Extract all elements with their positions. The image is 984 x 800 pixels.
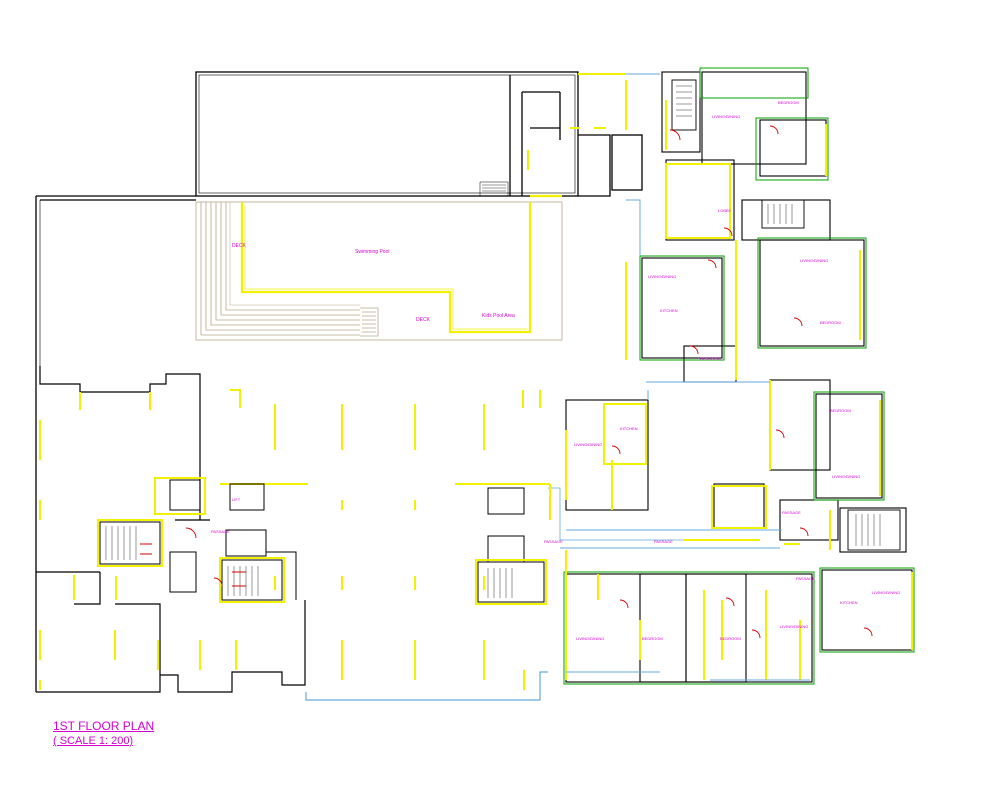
central-passage-label-2: PASSAGE: [654, 539, 673, 544]
room-label-kitchen-2: KITCHEN: [620, 426, 638, 431]
east-passage-label-2: PASSAGE: [782, 510, 801, 515]
door-swings: [611, 125, 873, 639]
deck-label-2: DECK: [416, 317, 431, 323]
east-passage-label: PASSAGE: [796, 576, 815, 581]
room-label-living-2: LIVING/DINING: [648, 274, 676, 279]
deck-label: DECK: [232, 243, 247, 249]
room-label-living-8: LIVING/DINING: [872, 590, 900, 595]
west-passage-label: PASSAGE: [211, 529, 230, 534]
room-label-bedroom-6: BEDROOM: [720, 636, 741, 641]
room-label-bedroom-5: BEDROOM: [642, 636, 663, 641]
room-label-kitchen: KITCHEN: [660, 308, 678, 313]
room-label-lobby: LOBBY: [718, 208, 732, 213]
pool-label: Swimming Pool: [355, 249, 389, 255]
east-tower-outline: [563, 67, 915, 685]
east-tower-walls: [565, 71, 913, 683]
east-tower-stairs: [671, 79, 901, 551]
room-label-living-3: LIVING/DINING: [800, 258, 828, 263]
room-label-living: LIVING/DINING: [712, 114, 740, 119]
deck-steps: [195, 201, 563, 341]
room-label-living-5: LIVING/DINING: [574, 442, 602, 447]
east-tower-columns: [549, 100, 913, 680]
swimming-pool: [240, 194, 562, 334]
north-block-columns: [527, 73, 627, 170]
central-core: [305, 487, 700, 701]
west-core: [97, 477, 297, 603]
east-tower-room-labels: BEDROOM LIVING/DINING LIVING/DINING KITC…: [574, 100, 900, 641]
room-label-bedroom-2: BEDROOM: [700, 356, 721, 361]
room-label-bedroom-3: BEDROOM: [820, 320, 841, 325]
room-label-living-6: LIVING/DINING: [576, 636, 604, 641]
east-tower-glazing: [560, 73, 810, 681]
west-podium-columns: [39, 389, 550, 690]
room-label-bedroom: BEDROOM: [778, 100, 799, 105]
drawing-title: 1ST FLOOR PLAN: [53, 719, 155, 733]
drawing-title-block: 1ST FLOOR PLAN ( SCALE 1: 200): [53, 719, 154, 749]
room-label-bedroom-4: BEDROOM: [830, 408, 851, 413]
north-block: [195, 71, 643, 197]
kids-pool-label: Kids Pool Area: [482, 313, 515, 319]
lift-label: LIFT: [232, 497, 241, 502]
central-passage-label: PASSAGE: [544, 539, 563, 544]
room-label-kitchen-3: KITCHEN: [840, 600, 858, 605]
drawing-scale: ( SCALE 1: 200): [53, 735, 134, 747]
outer-podium-wall: [35, 195, 196, 692]
room-label-living-7: LIVING/DINING: [780, 624, 808, 629]
room-label-living-4: LIVING/DINING: [832, 474, 860, 479]
west-podium: [36, 366, 306, 693]
